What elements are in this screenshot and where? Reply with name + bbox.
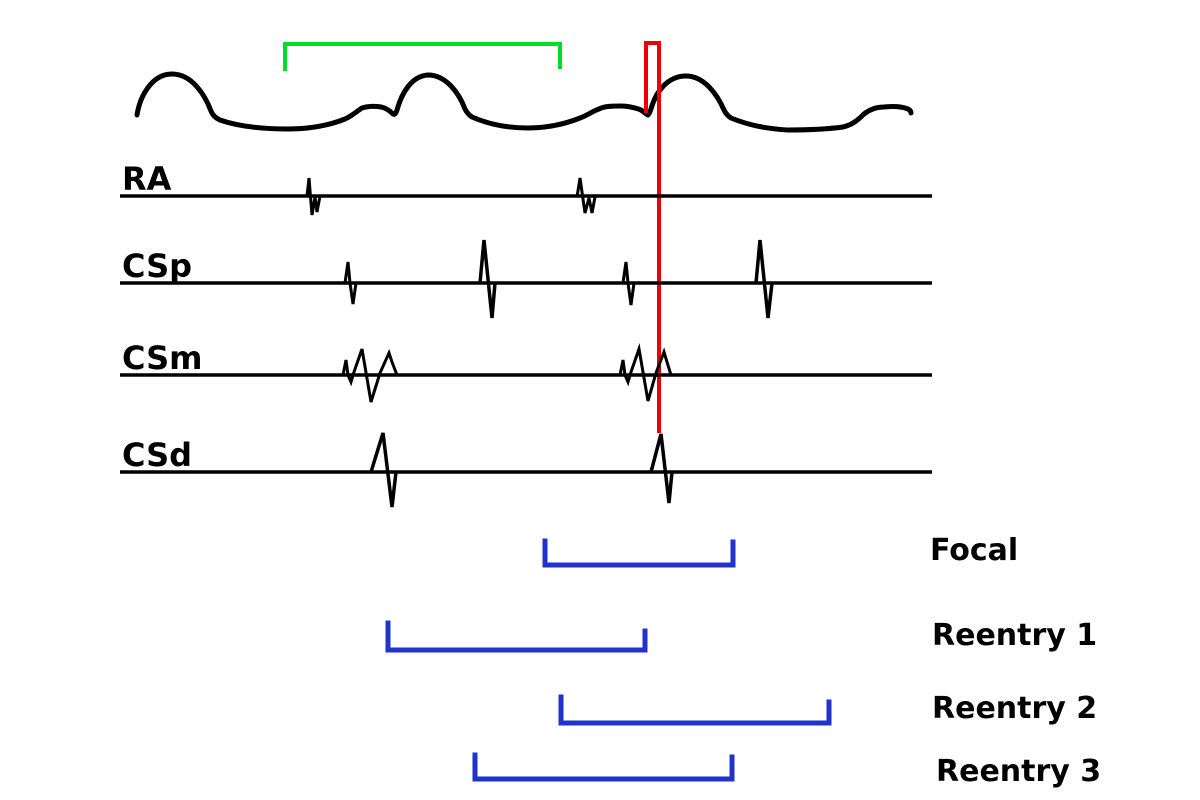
- reentry-2-bracket: [558, 694, 832, 726]
- reentry-3-label: Reentry 3: [936, 754, 1101, 789]
- reentry-3-bracket: [472, 752, 735, 782]
- csd-spike: [369, 432, 398, 508]
- csd-spike: [649, 433, 674, 504]
- reentry-2-label: Reentry 2: [932, 691, 1097, 726]
- green-interval-bracket: [283, 42, 562, 71]
- ra-spike: [304, 177, 322, 216]
- csm-complex: [618, 343, 673, 402]
- focal-bracket: [542, 538, 736, 568]
- reentry-1-bracket: [385, 620, 648, 653]
- csp-label: CSp: [122, 247, 192, 285]
- focal-label: Focal: [930, 533, 1018, 568]
- ra-label: RA: [122, 160, 172, 198]
- track-csm: CSm: [120, 339, 932, 403]
- csp-spike: [621, 261, 636, 306]
- csd-label: CSd: [122, 436, 192, 474]
- red-timing-marker: [644, 41, 661, 433]
- ra-spike: [575, 177, 597, 214]
- mechanism-brackets: Focal Reentry 1 Reentry 2 Reentry 3: [385, 533, 1101, 789]
- csm-label: CSm: [122, 339, 202, 377]
- track-ra: RA: [120, 160, 932, 216]
- track-csp: CSp: [120, 239, 932, 319]
- csp-spike: [478, 239, 497, 319]
- surface-ecg-trace: [134, 71, 914, 133]
- track-csd: CSd: [120, 432, 932, 508]
- csm-complex: [341, 348, 399, 403]
- reentry-1-label: Reentry 1: [932, 618, 1097, 653]
- csp-spike: [754, 239, 774, 319]
- csp-spike: [343, 261, 358, 305]
